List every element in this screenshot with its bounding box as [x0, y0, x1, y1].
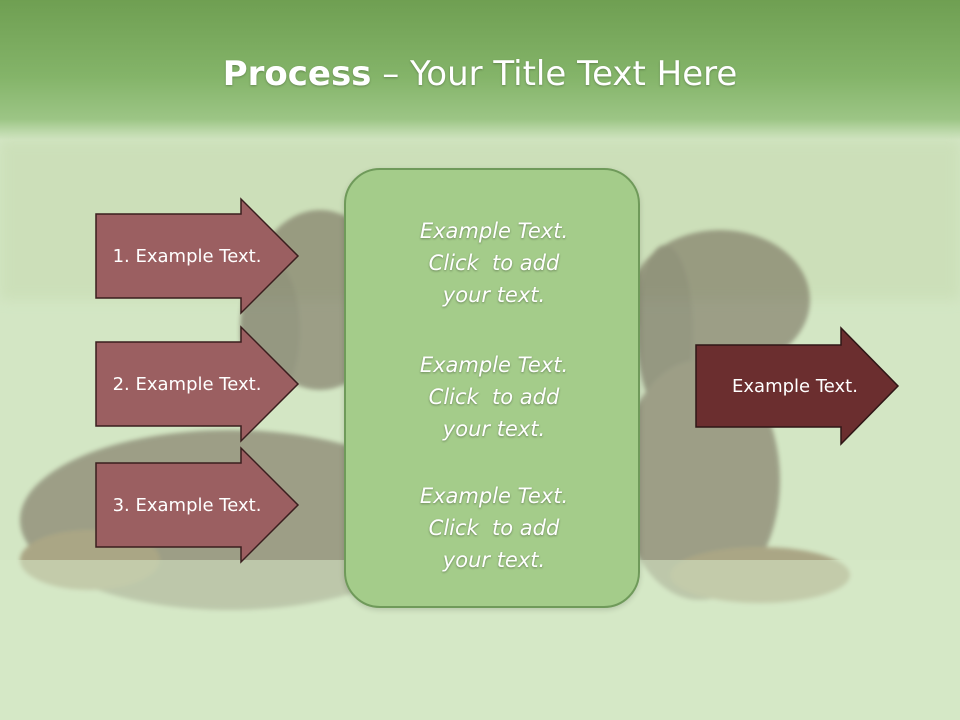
center-paragraph-2-line-2: Click to add: [428, 385, 560, 409]
center-paragraph-2-line-3: your text.: [442, 417, 546, 441]
left-arrow-3-label: 3. Example Text.: [112, 494, 262, 516]
center-paragraph-1-line-3: your text.: [442, 283, 546, 307]
left-arrow-1-shape: [95, 197, 300, 315]
center-paragraph-2-line-1: Example Text.: [419, 353, 569, 377]
slide-title[interactable]: Process – Your Title Text Here: [0, 52, 960, 96]
center-paragraph-3-line-1: Example Text.: [419, 484, 569, 508]
left-arrow-1-label: 1. Example Text.: [112, 245, 262, 267]
left-arrow-3-shape: [95, 446, 300, 564]
right-arrow[interactable]: Example Text.: [695, 345, 895, 427]
right-arrow-label: Example Text.: [732, 375, 858, 397]
center-paragraph-3: Example Text. Click to add your text.: [346, 480, 642, 576]
center-paragraph-3-line-2: Click to add: [428, 516, 560, 540]
left-arrow-2-label: 2. Example Text.: [112, 373, 262, 395]
center-paragraph-3-line-3: your text.: [442, 548, 546, 572]
title-rest: – Your Title Text Here: [371, 54, 738, 94]
left-arrow-1[interactable]: 1. Example Text.: [95, 214, 279, 298]
center-text-box[interactable]: Example Text. Click to add your text. Ex…: [344, 168, 640, 608]
left-arrow-3[interactable]: 3. Example Text.: [95, 463, 279, 547]
title-bold: Process: [222, 54, 372, 94]
right-arrow-shape: [695, 326, 900, 446]
center-paragraph-1-line-2: Click to add: [428, 251, 560, 275]
title-band: [0, 0, 960, 140]
center-paragraph-1: Example Text. Click to add your text.: [346, 215, 642, 311]
center-paragraph-1-line-1: Example Text.: [419, 219, 569, 243]
center-paragraph-2: Example Text. Click to add your text.: [346, 349, 642, 445]
left-arrow-2[interactable]: 2. Example Text.: [95, 342, 279, 426]
left-arrow-2-shape: [95, 325, 300, 443]
